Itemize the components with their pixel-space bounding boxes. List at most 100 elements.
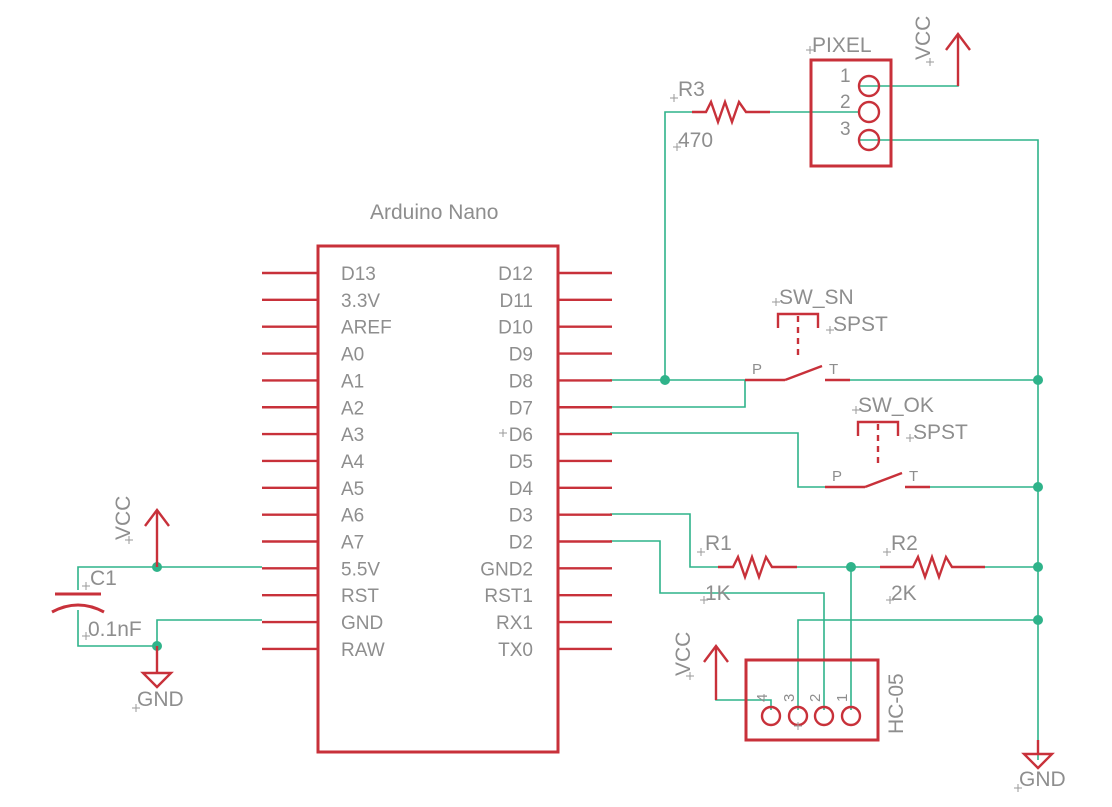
hc05-pin-label-4: 4: [754, 694, 771, 702]
sw-ok-type: SPST: [913, 421, 968, 444]
arduino-pin-label-right: GND2: [480, 559, 533, 580]
arduino-pin-label-right: D11: [500, 291, 533, 312]
r1-name: R1: [705, 532, 732, 555]
sw-sn-actuator: [776, 312, 820, 328]
vcc-hc05-label: VCC: [672, 632, 695, 676]
net-d6-swok[interactable]: [610, 432, 840, 488]
r3-name: R3: [678, 78, 705, 101]
arduino-pin-label-right: D4: [509, 479, 534, 500]
arduino-pin-label-left: A7: [341, 533, 364, 554]
hc05-name: HC-05: [885, 673, 908, 734]
net-pixel1-vcc[interactable]: [858, 50, 959, 87]
net-c1-gnd[interactable]: [77, 610, 157, 647]
sw-sn-t: T: [829, 361, 838, 378]
r1-value: 1K: [705, 582, 731, 605]
junction-bus-567: [1033, 562, 1043, 572]
c1-plate-bottom: [51, 603, 105, 614]
pixel-pin-2[interactable]: [857, 100, 881, 124]
arduino-pin-label-left: AREF: [341, 318, 392, 339]
hc05-pin-1[interactable]: [840, 705, 862, 727]
arduino-pin-label-right: D5: [509, 452, 533, 473]
sw-sn-blade[interactable]: [784, 364, 823, 382]
hc05-pin-4[interactable]: [760, 705, 782, 727]
arduino-pin-label-right: D9: [509, 345, 533, 366]
r2-zigzag[interactable]: [880, 553, 985, 581]
hc05-module[interactable]: 4 3 2 1 HC-05: [744, 658, 908, 742]
arduino-pin-label-left: 5.5V: [341, 559, 380, 580]
arduino-title: Arduino Nano: [370, 201, 498, 224]
gnd-symbol-left[interactable]: GND: [132, 646, 184, 712]
vcc-symbol-top[interactable]: VCC: [912, 16, 971, 86]
arduino-pin-label-left: RAW: [341, 640, 385, 661]
net-d3-r1[interactable]: [610, 513, 718, 568]
arduino-pin-label-left: A3: [341, 425, 364, 446]
hc05-pin-label-1: 1: [834, 694, 851, 702]
arduino-pin-label-left: A5: [341, 479, 364, 500]
arduino-pin-label-right: D7: [509, 398, 533, 419]
sw-ok-blade[interactable]: [864, 471, 903, 489]
vcc-symbol-hc05[interactable]: VCC: [672, 632, 729, 700]
arduino-pin-label-left: GND: [341, 613, 383, 634]
arduino-pin-label-left: A6: [341, 506, 364, 527]
switch-sw-ok[interactable]: SW_OK SPST P T: [825, 394, 968, 489]
net-gnd-c1[interactable]: [156, 619, 262, 673]
arduino-pin-label-left: A0: [341, 345, 364, 366]
arduino-pins: D133.3VAREFA0A1A2A3A4A5A6A75.5VRSTGNDRAW…: [262, 264, 612, 661]
net-5v-vcc[interactable]: [156, 520, 262, 568]
sw-ok-p: P: [832, 468, 842, 485]
vcc-left-label: VCC: [112, 496, 135, 540]
r1-zigzag[interactable]: [718, 553, 797, 581]
pixel-name: PIXEL: [812, 34, 872, 57]
arduino-pin-label-left: A4: [341, 452, 365, 473]
arduino-pin-label-left: A2: [341, 398, 364, 419]
junction-d8: [660, 375, 670, 385]
resistor-r3[interactable]: R3 470: [670, 78, 770, 152]
capacitor-c1[interactable]: C1 0.1nF: [51, 567, 142, 641]
resistor-r2[interactable]: R2 2K: [880, 532, 985, 605]
net-hc3-bus[interactable]: [797, 619, 1038, 710]
junction-bus-487: [1033, 482, 1043, 492]
c1-name: C1: [90, 567, 117, 590]
gnd-left-triangle: [140, 671, 174, 689]
junction-divider: [846, 562, 856, 572]
net-d8-r3[interactable]: [610, 111, 692, 381]
hc05-pin-label-2: 2: [807, 694, 824, 702]
arduino-pin-label-right: D6: [509, 425, 533, 446]
pixel-pin-label-1: 1: [840, 66, 851, 87]
net-d2-hc2[interactable]: [610, 540, 825, 710]
vcc-top-label: VCC: [912, 16, 935, 60]
r2-value: 2K: [891, 582, 917, 605]
pixel-pin-label-2: 2: [840, 92, 851, 113]
arduino-pin-label-right: D12: [498, 264, 533, 285]
pixel-body[interactable]: [809, 58, 893, 168]
net-pixel3-gnd[interactable]: [858, 139, 1039, 760]
sw-sn-type: SPST: [833, 313, 888, 336]
arduino-pin-label-left: D13: [341, 264, 376, 285]
arduino-pin-label-left: A1: [341, 371, 364, 392]
resistor-r1[interactable]: R1 1K: [697, 532, 797, 605]
pixel-connector[interactable]: PIXEL 1 2 3: [806, 34, 893, 168]
pixel-pin-3[interactable]: [857, 128, 881, 152]
arduino-pin-label-right: RX1: [496, 613, 533, 634]
gnd-right-triangle: [1021, 752, 1055, 770]
r3-zigzag[interactable]: [692, 98, 770, 126]
arduino-nano[interactable]: Arduino Nano D13 3.3V AREF A0A1A2A3A4A5A6A7…: [262, 201, 612, 754]
sw-ok-actuator: [856, 420, 900, 436]
pixel-pin-label-3: 3: [840, 119, 851, 140]
pixel-pin-1[interactable]: [857, 74, 881, 98]
hc05-pin-label-3: 3: [781, 694, 798, 702]
hc05-pin-2[interactable]: [813, 705, 835, 727]
arduino-pin-label-right: D10: [498, 318, 533, 339]
arduino-pin-label-left: 3.3V: [341, 291, 380, 312]
net-d7-swok[interactable]: [610, 380, 746, 408]
gnd-symbol-right[interactable]: GND: [1014, 740, 1066, 792]
switch-sw-sn[interactable]: SW_SN SPST P T: [745, 286, 888, 382]
net-5v-c1[interactable]: [77, 566, 157, 590]
arduino-pin-label-right: RST1: [484, 586, 533, 607]
arduino-pin-label-right: D8: [509, 371, 533, 392]
arduino-body[interactable]: [316, 244, 560, 754]
r3-value: 470: [678, 129, 713, 152]
r2-name: R2: [891, 532, 918, 555]
vcc-symbol-left[interactable]: VCC: [112, 496, 170, 567]
hc05-body[interactable]: [744, 658, 880, 742]
